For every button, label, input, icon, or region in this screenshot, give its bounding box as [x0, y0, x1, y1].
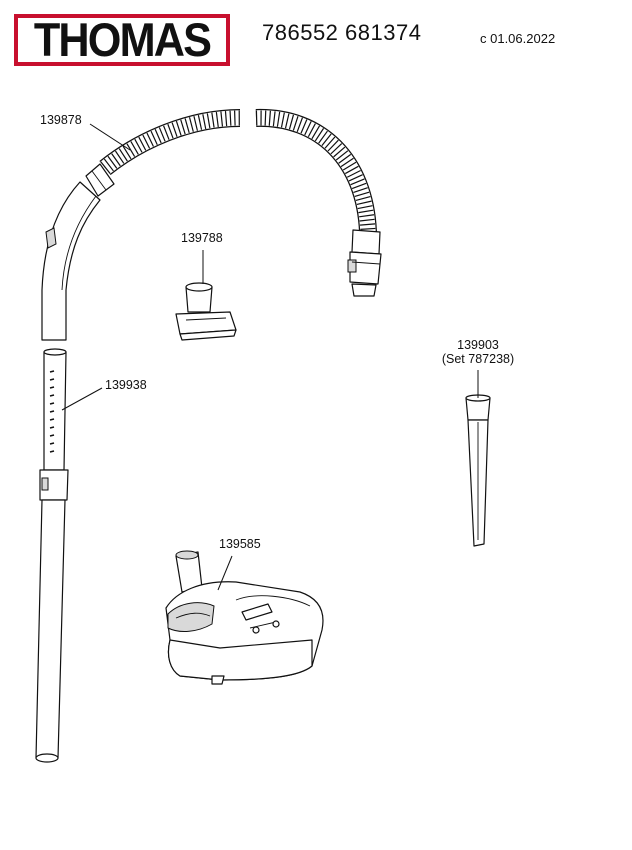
- leader-139938: [61, 387, 103, 411]
- turbo-brush-139585: [165, 550, 324, 685]
- leader-lines: [61, 123, 479, 591]
- part-label-139878: 139878: [40, 113, 82, 127]
- nozzle-139788: [175, 282, 237, 341]
- document-date: c 01.06.2022: [480, 31, 556, 46]
- part-set-note: (Set 787238): [441, 352, 515, 366]
- part-label-139903: 139903 (Set 787238): [434, 338, 522, 366]
- leader-139585: [217, 555, 233, 591]
- crevice-tool-139903: [465, 394, 491, 547]
- part-number: 139903: [457, 338, 499, 352]
- document-number: 786552 681374: [262, 20, 422, 45]
- leader-139878: [89, 123, 131, 151]
- logo-text: THOMAS: [33, 13, 212, 66]
- part-label-139585: 139585: [219, 537, 261, 551]
- part-label-139938: 139938: [105, 378, 147, 392]
- thomas-logo: THOMAS: [14, 14, 230, 66]
- hose-139878: [41, 108, 382, 341]
- part-label-139788: 139788: [181, 231, 223, 245]
- telescopic-tube-139938: [35, 348, 69, 763]
